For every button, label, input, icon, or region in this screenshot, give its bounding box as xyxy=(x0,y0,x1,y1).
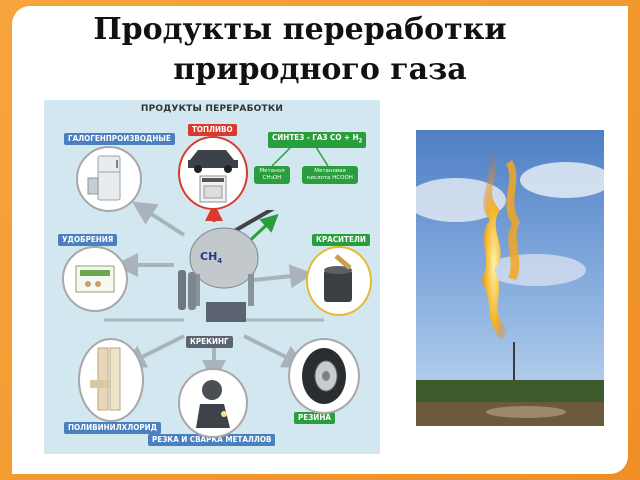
methanol-box: Метанол CH₃OH xyxy=(254,166,290,184)
methane-formula: CH4 xyxy=(200,250,222,265)
methane-formula-text: CH xyxy=(200,250,218,263)
label-fertilizers: УДОБРЕНИЯ xyxy=(58,234,118,246)
pvc-circle xyxy=(78,338,144,422)
pvc-pipes-icon xyxy=(90,347,121,411)
title-line-2: природного газа xyxy=(173,52,467,87)
arrow-to-pvc xyxy=(121,334,185,368)
dye-can-icon xyxy=(324,254,352,302)
gas-flare-photo xyxy=(416,130,604,426)
label-cracking: КРЕКИНГ xyxy=(186,336,233,348)
halogen-derivatives-circle xyxy=(76,146,142,212)
label-halogen-derivatives: ГАЛОГЕНПРОИЗВОДНЫЕ xyxy=(64,133,175,145)
title-line-1: Продукты переработки xyxy=(93,12,507,47)
acid-line-2: кислота HCOOH xyxy=(307,175,353,181)
arrow-to-rubber xyxy=(243,334,307,368)
fertilizer-bag-icon xyxy=(75,265,115,293)
label-rubber: РЕЗИНА xyxy=(294,412,335,424)
methanol-line-1: Метанол xyxy=(259,168,285,174)
welder-icon xyxy=(196,380,230,428)
syngas-label-subscript: 2 xyxy=(358,137,363,145)
welding-circle xyxy=(178,368,248,438)
methane-formula-subscript: 4 xyxy=(217,257,223,266)
diagram-heading: ПРОДУКТЫ ПЕРЕРАБОТКИ xyxy=(140,104,284,114)
arrow-to-halogen xyxy=(131,201,186,237)
rubber-circle xyxy=(288,338,360,414)
methanol-line-2: CH₃OH xyxy=(262,175,282,181)
slide-title: Продукты переработки природного газа xyxy=(12,6,628,90)
processing-products-diagram: ПРОДУКТЫ ПЕРЕРАБОТКИ ГАЛОГЕНПРОИЗВОДНЫЕ … xyxy=(44,100,380,454)
formic-acid-box: Метановая кислота HCOOH xyxy=(302,166,358,184)
label-cutting-welding: РЕЗКА И СВАРКА МЕТАЛЛОВ xyxy=(148,434,276,446)
tire-icon xyxy=(302,348,346,404)
label-fuel: ТОПЛИВО xyxy=(188,124,237,136)
fertilizers-circle xyxy=(62,246,128,312)
gas-flare-image xyxy=(416,130,604,426)
diagram-arrows xyxy=(104,201,324,384)
label-dyes: КРАСИТЕЛИ xyxy=(312,234,370,246)
syngas-label-text: СИНТЕЗ - ГАЗ CO + H xyxy=(272,133,359,142)
dyes-circle xyxy=(306,246,372,316)
fuel-circle xyxy=(178,136,248,210)
label-syngas: СИНТЕЗ - ГАЗ CO + H2 xyxy=(268,132,367,148)
refrigerator-icon xyxy=(87,155,121,201)
label-pvc: ПОЛИВИНИЛХЛОРИД xyxy=(64,422,162,434)
methane-tank-illustration xyxy=(178,210,276,322)
car-and-stove-icon xyxy=(188,150,238,203)
acid-line-1: Метановая xyxy=(314,168,346,174)
arrow-to-dyes xyxy=(253,264,314,289)
